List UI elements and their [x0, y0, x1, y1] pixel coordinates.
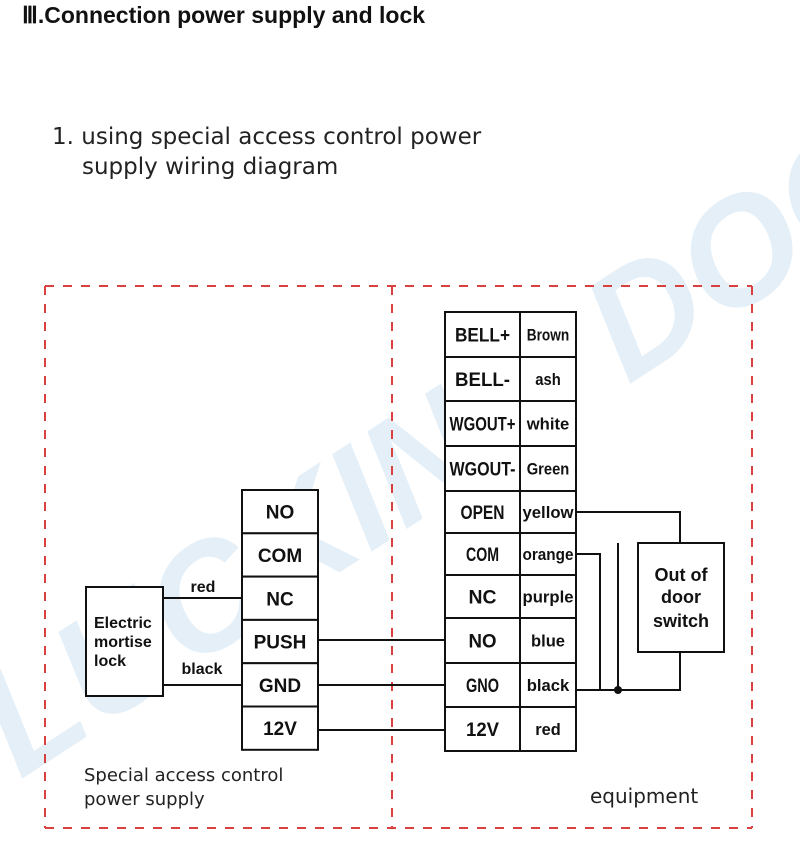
wire-switch-to-gno [600, 652, 681, 691]
ps-terminal-cell [241, 489, 319, 535]
ps-terminal-cell [241, 575, 319, 621]
ps-terminal-cell [241, 532, 319, 578]
wire-open-to-switch [576, 511, 681, 543]
eq-terminal-name: 12V [466, 720, 499, 741]
wire-com-to-gno [576, 553, 601, 691]
eq-terminal-name-cell [444, 445, 521, 492]
ps-terminal-cell [241, 662, 319, 708]
power-supply-terminal-block: NO COM NC PUSH GND 12V [241, 489, 319, 751]
ps-terminal-label: COM [258, 546, 302, 567]
lock-label-line-1: Electric [94, 615, 152, 632]
diagram-subtitle-line-2: supply wiring diagram [82, 154, 339, 180]
eq-terminal-name: GNO [466, 676, 499, 697]
eq-terminal-name: COM [466, 545, 499, 566]
eq-terminal-name-cell [444, 356, 521, 402]
eq-terminal-name: BELL- [455, 370, 510, 391]
eq-terminal-name-cell [444, 662, 521, 708]
ps-terminal-label: NC [266, 589, 294, 610]
ps-terminal-cell [241, 705, 319, 751]
eq-terminal-name: OPEN [461, 503, 505, 524]
ps-terminal-label: 12V [263, 719, 297, 740]
eq-terminal-wire-color: Green [527, 460, 570, 479]
equipment-caption: equipment [590, 784, 698, 808]
power-supply-caption-line-2: power supply [84, 789, 205, 810]
lock-label-line-2: mortise [94, 634, 152, 651]
eq-terminal-wire-color: ash [535, 370, 561, 389]
eq-terminal-wire-cell [519, 662, 577, 708]
eq-terminal-wire-cell [519, 400, 577, 447]
eq-terminal-wire-color: blue [531, 632, 565, 651]
eq-terminal-wire-cell [519, 532, 577, 576]
eq-terminal-wire-color: orange [523, 545, 574, 564]
lock-label-line-3: lock [94, 653, 126, 670]
eq-terminal-wire-cell [519, 311, 577, 358]
eq-terminal-name: NO [469, 632, 497, 653]
exit-switch-label-line-3: switch [653, 611, 709, 631]
eq-terminal-wire-color: black [527, 676, 570, 695]
eq-terminal-wire-color: Brown [527, 326, 570, 345]
section-title: .Connection power supply and lock [37, 2, 426, 28]
lock-wire-label-red: red [191, 579, 216, 596]
ps-terminal-cell [241, 618, 319, 665]
exit-switch-label-line-1: Out of [655, 565, 709, 585]
page-title: Ⅲ.Connection power supply and lock [22, 2, 425, 29]
eq-terminal-name: NC [469, 588, 497, 609]
power-supply-caption-line-1: Special access control [84, 765, 283, 786]
electric-mortise-lock-box [85, 586, 164, 697]
ps-terminal-label: NO [266, 503, 295, 524]
ps-terminal-label: PUSH [254, 633, 307, 654]
eq-terminal-wire-color: red [535, 720, 561, 739]
eq-terminal-name-cell [444, 311, 521, 358]
lock-wire-label-black: black [182, 661, 223, 678]
eq-terminal-wire-cell [519, 617, 577, 664]
eq-terminal-name: WGOUT- [450, 460, 516, 481]
eq-terminal-name-cell [444, 617, 521, 664]
exit-switch-box [637, 542, 725, 653]
wire-junction-dot [614, 686, 622, 694]
eq-terminal-wire-cell [519, 706, 577, 752]
diagram-subtitle-line-1: 1. using special access control power [52, 124, 482, 150]
section-numeral: Ⅲ [22, 3, 38, 28]
exit-switch-label-line-2: door [661, 587, 701, 607]
eq-terminal-name: WGOUT+ [450, 415, 516, 436]
eq-terminal-wire-color: yellow [523, 503, 575, 522]
eq-terminal-wire-color: white [526, 415, 569, 434]
eq-terminal-name: BELL+ [455, 326, 510, 347]
ps-terminal-label: GND [259, 676, 301, 697]
eq-terminal-wire-color: purple [523, 588, 574, 607]
